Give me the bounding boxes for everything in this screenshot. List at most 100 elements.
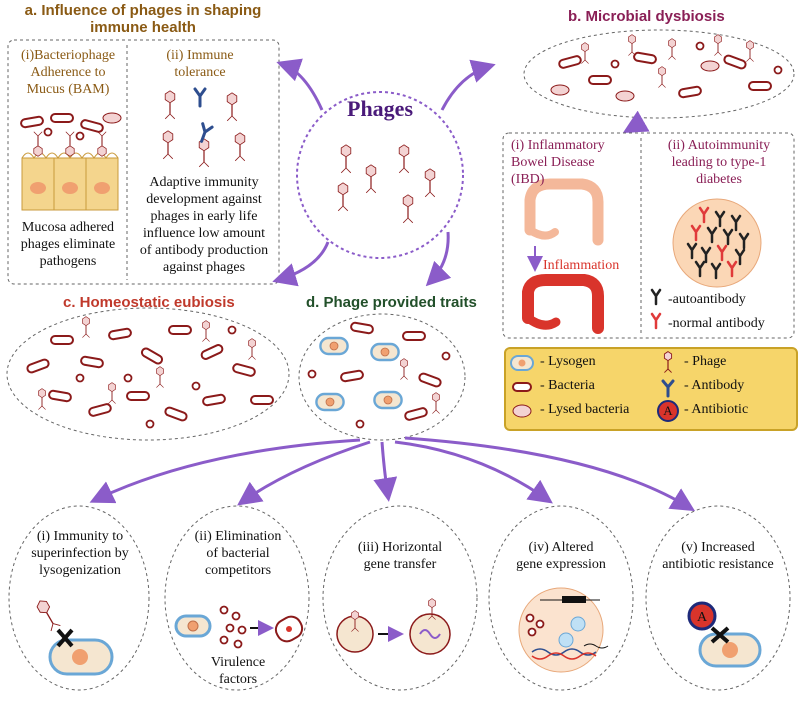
autoimmunity-heading: (ii) Autoimmunity leading to type-1 diab… (645, 137, 793, 188)
healthy-colon (524, 178, 604, 246)
autoantibody-icon (650, 288, 662, 306)
legend-lysed-icon (512, 404, 532, 418)
bam-caption-line3: pathogens (39, 254, 97, 269)
trait-arrows (89, 436, 696, 512)
virulence-line1: Virulence (210, 655, 266, 670)
trait-3-illustration (336, 598, 451, 655)
panel-a-title: a. Influence of phages in shaping immune… (6, 2, 280, 36)
normal-antibody-icon (650, 312, 662, 330)
panel-a-title-line2: immune health (90, 19, 196, 36)
autoimmunity-heading-line1: (ii) Autoimmunity (667, 138, 771, 153)
trait-5-line2: antibiotic resistance (662, 557, 774, 572)
panel-b-box (502, 132, 795, 339)
tolerance-heading-line2: tolerance (174, 65, 226, 80)
legend-phage-icon (663, 351, 673, 373)
legend-lysogen-icon (510, 355, 534, 371)
trait-1-illustration (34, 597, 114, 676)
trait-4-illustration (518, 587, 609, 673)
dysbiosis-ellipse (523, 29, 795, 119)
virulence-line2: factors (218, 672, 258, 687)
trait-4-line2: gene expression (516, 557, 606, 572)
immune-tolerance-heading: (ii) Immune tolerance (145, 47, 255, 81)
legend-antibiotic-icon (657, 400, 679, 422)
trait-1-line1: (i) Immunity to (36, 529, 124, 544)
center-phages (337, 144, 436, 224)
antibody-cluster-circle (672, 198, 762, 288)
mucosa-illustration (19, 112, 122, 211)
eubiosis-contents (25, 316, 274, 429)
autoimmunity-heading-line2: leading to type-1 (671, 155, 767, 170)
panel-a-title-line1: a. Influence of phages in shaping (24, 2, 262, 19)
bam-heading-line3: Mucus (BAM) (26, 82, 110, 97)
ibd-heading-line3: (IBD) (511, 172, 545, 187)
traits-ellipse (298, 313, 466, 441)
bam-caption: Mucosa adhered phages eliminate pathogen… (12, 219, 124, 270)
trait-circle-2 (164, 505, 310, 691)
tolerance-caption-line4: influence low amount (142, 226, 266, 241)
legend-box: A - Lysogen - Bacteria - Lysed bacteria … (504, 347, 798, 431)
bam-heading-line1: (i)Bacteriophage (20, 48, 116, 63)
tolerance-caption-line5: of antibody production (139, 243, 269, 258)
inflamed-colon (522, 274, 604, 334)
bam-caption-line2: phages eliminate (20, 237, 116, 252)
phages-label: Phages (347, 96, 413, 121)
ibd-heading-line2: Bowel Disease (511, 155, 595, 170)
ibd-heading-line1: (i) Inflammatory (511, 138, 605, 153)
trait-3-line1: (iii) Horizontal (357, 540, 443, 555)
trait-4-label: (iv) Altered gene expression (492, 539, 630, 573)
tolerance-caption-line2: development against (146, 192, 262, 207)
panel-a-box (7, 39, 280, 285)
tolerance-caption-line1: Adaptive immunity (149, 175, 259, 190)
tolerance-heading-line1: (ii) Immune (166, 48, 234, 63)
inflammation-label: Inflammation (543, 258, 620, 273)
trait-1-label: (i) Immunity to superinfection by lysoge… (10, 528, 150, 579)
trait-2-line2: of bacterial (206, 546, 270, 561)
legend-phage-label: - Phage (684, 354, 727, 369)
trait-2-label: (ii) Elimination of bacterial competitor… (170, 528, 306, 579)
trait-circle-1 (8, 505, 150, 691)
legend-antibody-label: - Antibody (684, 378, 745, 393)
trait-1-line3: lysogenization (39, 563, 121, 578)
eubiosis-ellipse (6, 307, 290, 441)
tolerance-caption: Adaptive immunity development against ph… (130, 174, 278, 276)
immune-tolerance-illustration (162, 87, 246, 168)
trait-5-label: (v) Increased antibiotic resistance (646, 539, 790, 573)
panel-b-title: b. Microbial dysbiosis (568, 8, 725, 25)
legend-lysogen-label: - Lysogen (540, 354, 596, 369)
tolerance-caption-line6: against phages (162, 260, 246, 275)
legend-icons (510, 351, 679, 422)
center-arrows (272, 58, 496, 287)
dysbiosis-contents (550, 34, 783, 102)
legend-antibody-icon (661, 379, 675, 398)
trait-circle-4 (488, 505, 634, 691)
trait-1-line2: superinfection by (31, 546, 129, 561)
trait-5-line1: (v) Increased (681, 540, 755, 555)
panel-d-title: d. Phage provided traits (306, 294, 477, 311)
panel-c-title: c. Homeostatic eubiosis (63, 294, 235, 311)
trait-5-illustration: A (687, 601, 762, 668)
legend-antibiotic-symbol: A (663, 403, 673, 418)
trait-2-illustration (174, 605, 304, 649)
autoimmunity-heading-line3: diabetes (696, 172, 742, 187)
normal-antibody-label: -normal antibody (668, 316, 765, 331)
bam-heading: (i)Bacteriophage Adherence to Mucus (BAM… (10, 47, 126, 98)
trait-4-line1: (iv) Altered (528, 540, 594, 555)
svg-text:A: A (697, 610, 708, 625)
bam-heading-line2: Adherence to (30, 65, 106, 80)
traits-contents (307, 321, 451, 429)
phages-circle (296, 91, 464, 259)
legend-bacteria-label: - Bacteria (540, 378, 595, 393)
autoantibody-label: -autoantibody (668, 292, 746, 307)
tolerance-caption-line3: phages in early life (150, 209, 258, 224)
ibd-heading: (i) Inflammatory Bowel Disease (IBD) (511, 137, 641, 188)
bam-caption-line1: Mucosa adhered (21, 220, 115, 235)
trait-circle-5 (645, 505, 791, 691)
trait-circle-3 (322, 505, 478, 691)
legend-bacteria-icon (512, 382, 532, 392)
trait-2-line1: (ii) Elimination (194, 529, 282, 544)
legend-lysed-label: - Lysed bacteria (540, 402, 630, 417)
trait-2-line3: competitors (204, 563, 272, 578)
trait-3-label: (iii) Horizontal gene transfer (330, 539, 470, 573)
legend-antibiotic-label: - Antibiotic (684, 402, 749, 417)
